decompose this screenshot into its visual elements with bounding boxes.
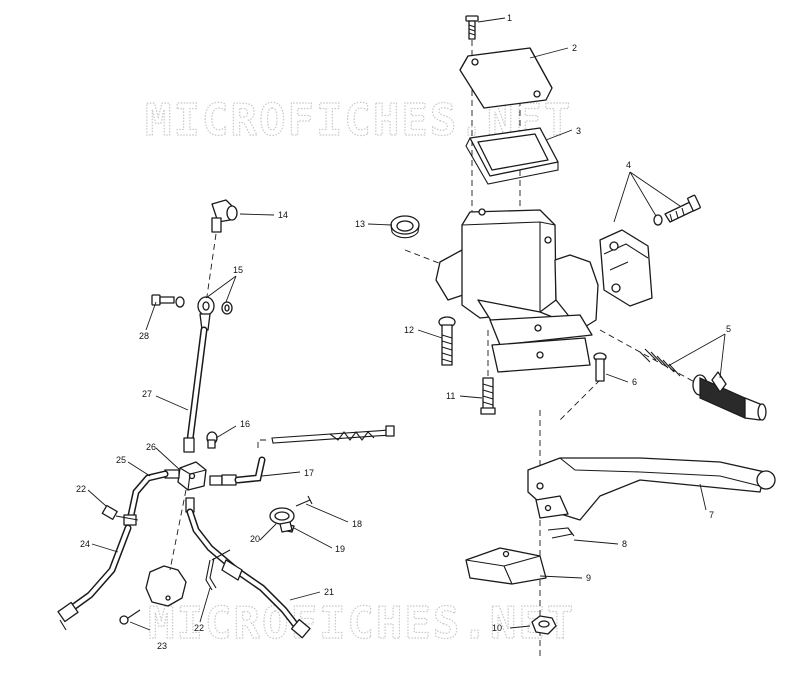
part-21-brake-line [185,497,311,639]
part-16-bleeder [206,431,218,449]
part-6-bolt [593,352,607,382]
callout-5: 5 [726,324,731,334]
part-14-fitting [211,199,238,233]
watermark-bottom: MICROFICHES.NET [148,598,575,649]
part-19-nut [279,521,293,533]
callout-8: 8 [622,539,627,549]
part-27-brake-line [183,326,208,453]
callout-23: 23 [157,641,167,651]
part-23-screw [119,609,141,625]
callout-19: 19 [335,544,345,554]
callout-17: 17 [304,468,314,478]
part-5-piston [639,348,767,421]
part-11-bolt [480,377,496,415]
callout-28: 28 [139,331,149,341]
part-1-screw [465,15,479,40]
callout-11: 11 [446,391,455,401]
retainer-plate [145,489,187,607]
callout-18: 18 [352,519,362,529]
part-17-brake-line [209,456,266,486]
part-26-junction-block [177,461,207,491]
banjo-fitting [197,296,215,331]
part-10-nut [531,615,557,635]
callout-21: 21 [324,587,334,597]
callout-25: 25 [116,455,126,465]
callout-10: 10 [492,623,502,633]
callout-16: 16 [240,419,250,429]
part-9-block [465,547,547,585]
centerline-piston [599,329,701,386]
part-22-clip-right [205,549,231,591]
centerline-boot [404,249,471,276]
callout-7: 7 [709,510,714,520]
callout-22-right: 22 [194,623,204,633]
callout-numbers: 1 2 3 4 5 6 7 8 9 10 11 12 13 14 15 16 1… [76,13,731,651]
callout-15: 15 [233,265,243,275]
part-2-cover [459,47,553,109]
part-15-washers [175,296,233,315]
callout-27: 27 [142,389,152,399]
part-13-boot [390,215,420,239]
brake-line-upper [257,425,395,448]
callout-13: 13 [355,219,365,229]
callout-24: 24 [80,539,90,549]
part-12-bolt [438,316,456,366]
callout-14: 14 [278,210,288,220]
part-18-screw [295,495,313,507]
callout-2: 2 [572,43,577,53]
callout-12: 12 [404,325,414,335]
part-8-pin [547,527,575,539]
part-28-bolt [151,294,175,306]
part-25-brake-line [123,469,180,526]
master-cylinder-body [435,208,599,373]
part-4-clamp [599,194,701,307]
callout-3: 3 [576,126,581,136]
part-24-brake-line [57,524,132,631]
callout-26: 26 [146,442,156,452]
centerline-bolt6 [559,379,601,421]
callout-9: 9 [586,573,591,583]
callout-1: 1 [507,13,512,23]
leader-lines [87,17,726,631]
part-7-lever [527,457,776,521]
callout-22-left: 22 [76,484,86,494]
callout-4: 4 [626,160,631,170]
part-3-gasket [465,127,559,185]
callout-20: 20 [250,534,260,544]
part-22-clip-left [101,504,139,521]
callout-6: 6 [632,377,637,387]
